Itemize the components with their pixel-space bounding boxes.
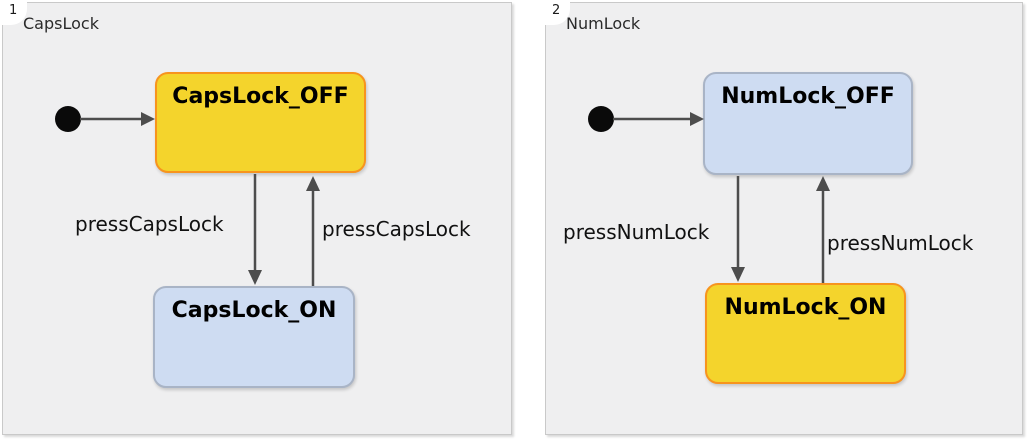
state-capslock-on[interactable]: CapsLock_ON <box>153 286 355 388</box>
region-title: CapsLock <box>23 14 99 33</box>
transition-arrow-numlock-off-to-on[interactable] <box>731 176 745 282</box>
state-numlock-off[interactable]: NumLock_OFF <box>703 72 913 175</box>
initial-state-dot[interactable] <box>55 106 81 132</box>
transition-arrow-numlock-on-to-off[interactable] <box>816 176 830 283</box>
initial-transition-arrow[interactable] <box>613 112 704 126</box>
transition-label[interactable]: pressNumLock <box>563 220 710 244</box>
region-number-badge: 2 <box>545 2 570 25</box>
region-number-badge: 1 <box>2 2 27 25</box>
initial-state-dot[interactable] <box>588 106 614 132</box>
region-title: NumLock <box>566 14 641 33</box>
transition-label[interactable]: pressCapsLock <box>322 217 471 241</box>
transition-label[interactable]: pressCapsLock <box>75 212 224 236</box>
state-capslock-off[interactable]: CapsLock_OFF <box>155 72 366 173</box>
initial-transition-arrow[interactable] <box>80 112 155 126</box>
state-numlock-on[interactable]: NumLock_ON <box>705 283 906 384</box>
state-label: CapsLock_ON <box>171 298 337 323</box>
state-label: NumLock_ON <box>724 295 887 320</box>
region-number: 1 <box>9 3 18 18</box>
region-number: 2 <box>552 3 561 18</box>
transition-arrow-capslock-off-to-on[interactable] <box>248 174 262 285</box>
transition-label[interactable]: pressNumLock <box>827 231 974 255</box>
state-label: NumLock_OFF <box>721 84 895 109</box>
transition-arrow-capslock-on-to-off[interactable] <box>306 176 320 286</box>
state-label: CapsLock_OFF <box>172 84 349 109</box>
